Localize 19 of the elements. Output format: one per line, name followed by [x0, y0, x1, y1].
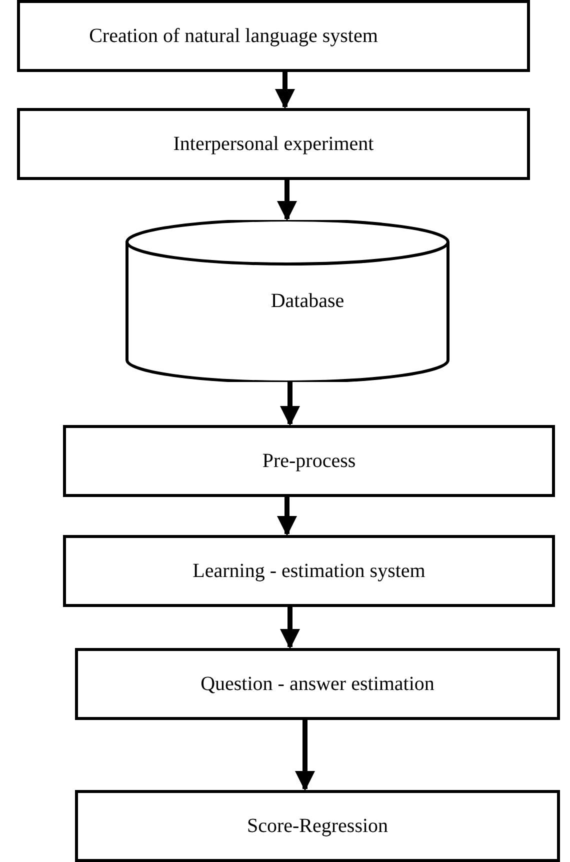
- process-box: [75, 648, 560, 720]
- node-label: Score-Regression: [246, 814, 388, 838]
- node-label: Database: [270, 290, 344, 312]
- process-box: [63, 425, 555, 497]
- process-box: [63, 535, 555, 607]
- arrow: [277, 180, 297, 221]
- arrow: [280, 382, 300, 426]
- node-label: Interpersonal experiment: [173, 132, 374, 156]
- arrow: [295, 720, 315, 791]
- process-box: [17, 108, 530, 180]
- node-label: Creation of natural language system: [89, 24, 378, 48]
- process-box: [75, 790, 560, 862]
- arrow: [280, 607, 300, 649]
- node-label: Learning - estimation system: [192, 560, 426, 582]
- node-label: Pre-process: [262, 450, 356, 472]
- process-box: [17, 0, 530, 72]
- arrow: [275, 72, 295, 109]
- node-label: Question - answer estimation: [200, 672, 434, 696]
- arrow: [277, 497, 297, 536]
